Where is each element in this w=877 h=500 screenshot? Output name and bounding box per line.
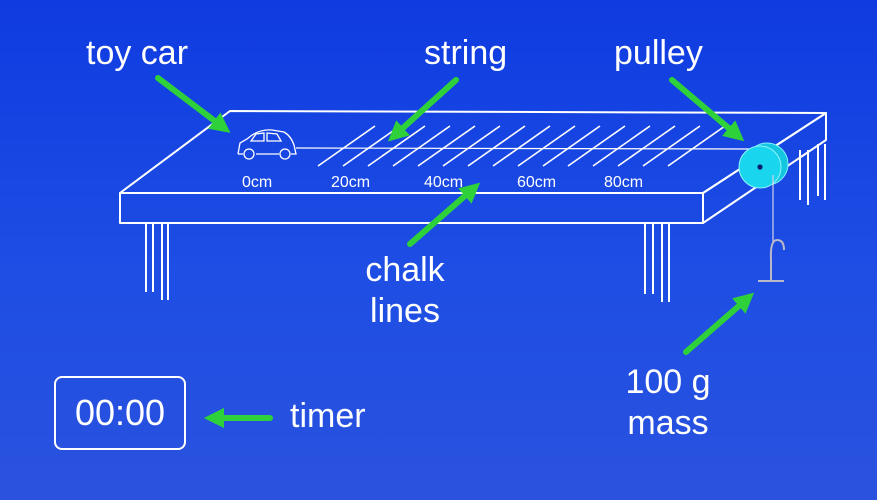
mass-label: 100 g mass [606,362,730,445]
mass-label-line-2: mass [627,404,709,443]
distance-mark-40: 40cm [424,174,463,191]
arrow-to-pulley [669,77,745,142]
toy-car-label: toy car [86,34,189,72]
arrow-to-chalk-lines [407,182,481,247]
distance-mark-80: 80cm [604,174,643,191]
timer-value: 00:00 [74,392,166,433]
chalk-lines-label-line-2: lines [370,292,440,331]
distance-mark-0: 0cm [242,174,272,191]
mass-hook-icon [758,238,785,282]
chalk-lines [317,125,726,167]
string [295,147,753,150]
table-top [119,110,827,224]
arrow-to-toy-car [155,75,231,133]
pulley-icon [738,142,789,189]
distance-mark-20: 20cm [331,174,370,191]
timer-display: 00:00 [54,376,186,450]
mass-label-line-1: 100 g [625,363,711,401]
chalk-lines-label-line-1: chalk [365,251,445,289]
toy-car-icon [237,129,297,160]
pulley-label: pulley [614,34,703,72]
arrow-to-mass [683,292,755,355]
distance-mark-60: 60cm [517,174,556,191]
chalk-lines-label: chalk lines [350,250,460,333]
string-label: string [424,34,508,72]
timer-label: timer [290,397,366,435]
pointer-arrows [155,75,755,429]
arrow-to-string [387,77,459,142]
distance-marks: 0cm 20cm 40cm 60cm 80cm [242,174,643,191]
table-legs [145,144,826,302]
